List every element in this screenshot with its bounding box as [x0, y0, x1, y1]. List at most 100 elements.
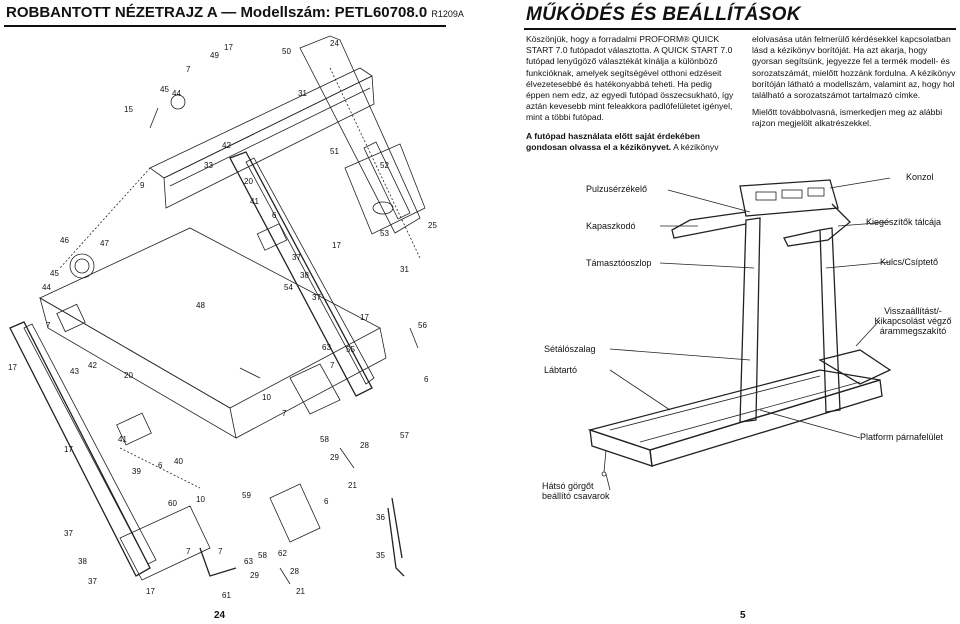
part-62: 62	[278, 549, 287, 558]
part-36: 36	[376, 513, 385, 522]
part-54: 54	[284, 283, 293, 292]
read-manual-tail: A kézikönyv	[671, 141, 719, 152]
handrail-right	[783, 203, 851, 247]
part-17a: 17	[8, 363, 17, 372]
leg-36	[391, 497, 403, 559]
console-display-3	[807, 187, 825, 197]
support-paragraph: elolvasása után felmerülő kérdésekkel ka…	[752, 34, 956, 101]
label-reset-circuit: Visszaállítást/-Kikapcsolást végző áramm…	[874, 306, 952, 336]
part-49: 49	[210, 51, 219, 60]
part-37a: 37	[292, 253, 301, 262]
part-20a: 20	[124, 371, 133, 380]
part-10b: 10	[196, 495, 205, 504]
intro-paragraph: Köszönjük, hogy a forradalmi PROFORM® QU…	[526, 34, 734, 123]
title-rule-right	[524, 28, 956, 30]
exploded-view-diagram: 17 7 43 42 20 9 44 45 46 47 48 15 45 44 …	[8, 35, 437, 600]
part-17f: 17	[146, 587, 155, 596]
title-rule	[4, 25, 446, 27]
part-50: 50	[282, 47, 291, 56]
leveler-bracket	[289, 363, 341, 415]
label-walking-belt: Sétálószalag	[544, 344, 596, 354]
label-handrail: Kapaszkodó	[586, 221, 636, 231]
bracket-a	[116, 412, 152, 446]
part-56: 56	[418, 321, 427, 330]
rear-roller-screw-line	[603, 449, 607, 473]
label-upright: Támasztóoszlop	[586, 258, 652, 268]
part-58b: 58	[258, 551, 267, 560]
part-7d: 7	[282, 409, 287, 418]
part-46: 46	[60, 236, 69, 245]
part-44a: 44	[42, 283, 51, 292]
part-37d: 37	[88, 577, 97, 586]
part-7a: 7	[46, 321, 51, 330]
exploded-view-title: ROBBANTOTT NÉZETRAJZ A — Modellszám: PET…	[6, 4, 464, 21]
part-20b: 20	[244, 177, 253, 186]
part-45a: 45	[50, 269, 59, 278]
operation-title: MŰKÖDÉS ÉS BEÁLLÍTÁSOK	[526, 4, 801, 25]
part-38b: 38	[78, 557, 87, 566]
part-25: 25	[428, 221, 437, 230]
part-53: 53	[380, 229, 389, 238]
parts-intro-paragraph: Mielőtt továbbolvasná, ismerkedjen meg a…	[752, 107, 943, 129]
part-9a: 9	[140, 181, 145, 190]
label-key-clip: Kulcs/Csíptető	[880, 257, 939, 267]
part-41a: 41	[250, 197, 259, 206]
read-manual-paragraph: A futópad használata előtt saját érdekéb…	[526, 131, 738, 153]
leg-35	[387, 507, 405, 577]
label-accessory-tray: Kiegészítők tálcája	[866, 217, 942, 227]
part-17b: 17	[224, 43, 233, 52]
label-foot-rail: Lábtartó	[544, 365, 578, 375]
right-side-rail	[229, 151, 373, 397]
part-6c: 6	[158, 461, 163, 470]
part-45b: 45	[160, 85, 169, 94]
part-7e: 7	[186, 547, 191, 556]
part-61: 61	[222, 591, 231, 600]
console-display-1	[755, 191, 777, 201]
part-28b: 28	[290, 567, 299, 576]
part-43a: 43	[70, 367, 79, 376]
part-15: 15	[124, 105, 133, 114]
right-page-number: 5	[740, 610, 746, 621]
part-31a: 31	[298, 89, 307, 98]
label-console: Konzol	[906, 172, 934, 182]
callout-lines	[605, 177, 891, 491]
part-47: 47	[100, 239, 109, 248]
part-10a: 10	[262, 393, 271, 402]
part-40: 40	[174, 457, 183, 466]
deck-side	[649, 379, 883, 467]
console-shape	[739, 179, 839, 217]
part-37b: 37	[312, 293, 321, 302]
part-35: 35	[376, 551, 385, 560]
part-7c: 7	[330, 361, 335, 370]
upper-rail-side	[163, 75, 375, 209]
read-manual-bold: A futópad használata előtt saját érdekéb…	[526, 130, 700, 152]
part-21a: 21	[348, 481, 357, 490]
part-42b: 42	[222, 141, 231, 150]
console-display-2	[781, 189, 803, 199]
part-58a: 58	[320, 435, 329, 444]
part-31b: 31	[400, 265, 409, 274]
part-28a: 28	[360, 441, 369, 450]
label-platform: Platform párnafelület	[860, 432, 944, 442]
part-17e: 17	[64, 445, 73, 454]
part-7b: 7	[186, 65, 191, 74]
part-number-labels: 17 7 43 42 20 9 44 45 46 47 48 15 45 44 …	[8, 39, 437, 600]
revision-code: R1209A	[431, 9, 464, 19]
incline-bracket	[269, 483, 321, 543]
part-17c: 17	[332, 241, 341, 250]
part-55: 55	[346, 345, 355, 354]
part-37c: 37	[64, 529, 73, 538]
part-41b: 41	[118, 435, 127, 444]
part-42a: 42	[88, 361, 97, 370]
part-59: 59	[242, 491, 251, 500]
part-51: 51	[330, 147, 339, 156]
part-24: 24	[330, 39, 339, 48]
bracket-c	[256, 223, 288, 251]
bracket-b	[56, 303, 86, 333]
label-rear-roller: Hátsó görgőt beállító csavarok	[542, 481, 610, 501]
motor-hood	[344, 143, 426, 235]
part-38a: 38	[300, 271, 309, 280]
left-side-rail	[9, 321, 151, 577]
handrail-left	[671, 211, 747, 239]
part-57: 57	[400, 431, 409, 440]
